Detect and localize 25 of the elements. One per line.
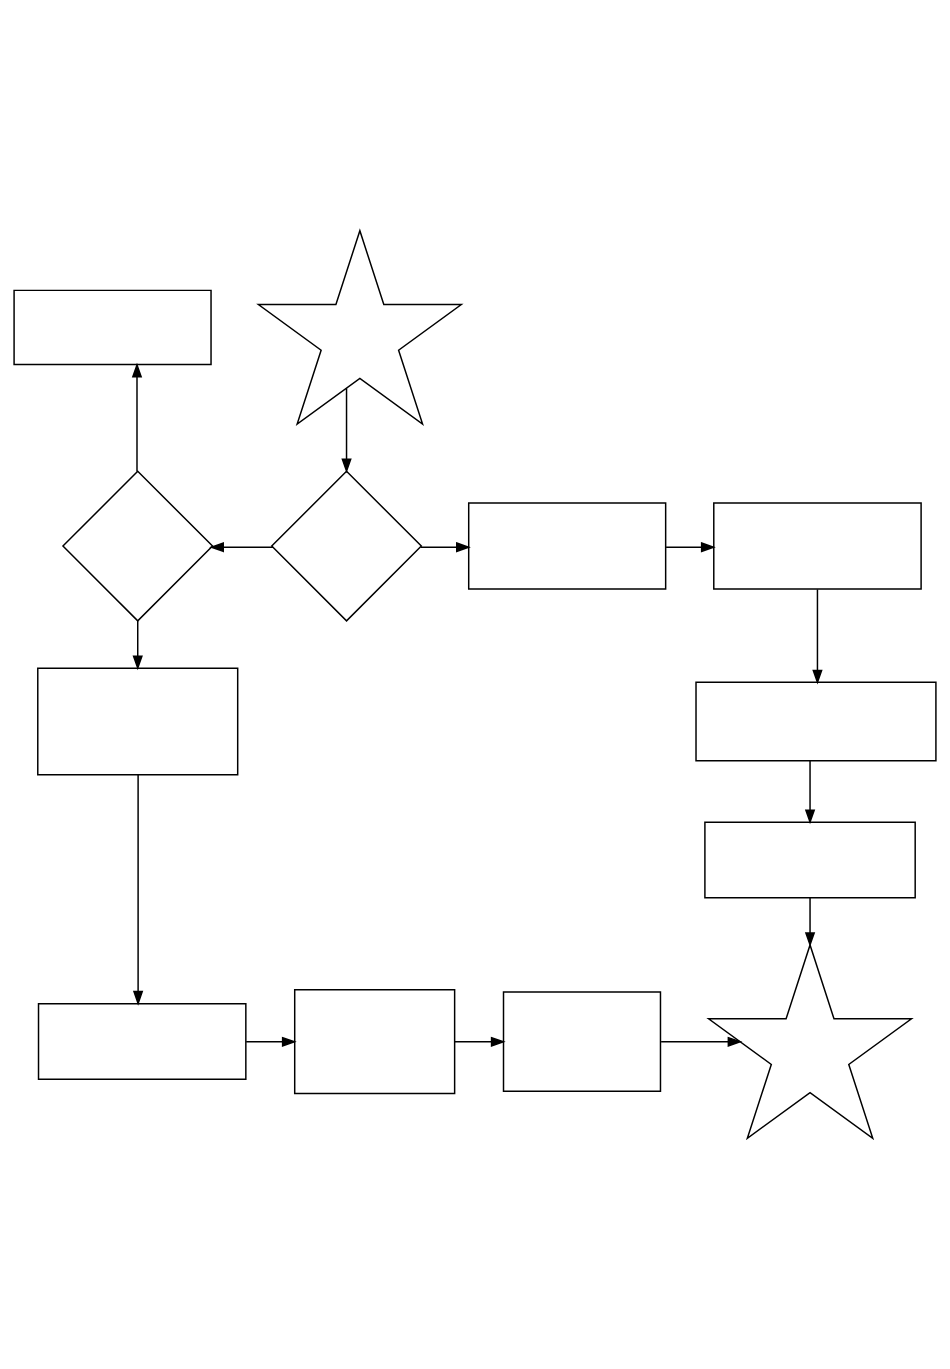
node-box <box>713 502 922 590</box>
node-box <box>13 289 212 366</box>
node-starburst <box>256 228 464 427</box>
node-box <box>37 1003 247 1081</box>
arrow <box>131 362 143 473</box>
node-diamond <box>270 470 423 622</box>
arrow <box>804 897 816 948</box>
arrow <box>454 1036 506 1047</box>
node-box <box>695 681 937 762</box>
arrow <box>804 760 816 825</box>
arrow <box>209 542 274 553</box>
node-box <box>37 667 239 776</box>
arrow <box>665 542 716 553</box>
node-box <box>467 502 667 590</box>
arrow <box>660 1036 743 1047</box>
node-box <box>293 989 456 1095</box>
node-box <box>502 991 662 1092</box>
arrow <box>245 1036 297 1047</box>
arrow <box>419 542 471 553</box>
arrow <box>341 387 352 474</box>
arrow <box>132 774 144 1006</box>
arrow <box>132 620 143 671</box>
node-diamond <box>61 470 214 622</box>
node-box <box>704 821 916 899</box>
arrow <box>812 588 823 685</box>
